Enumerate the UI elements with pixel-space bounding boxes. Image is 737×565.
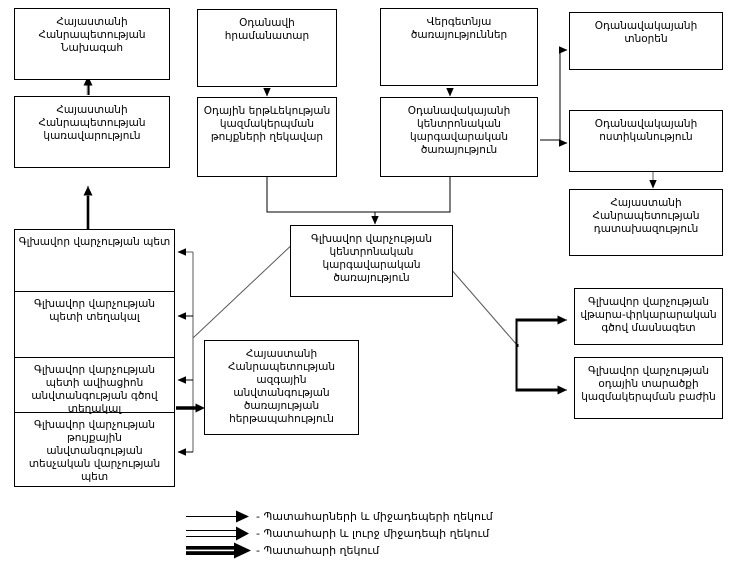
left-distribution-bus bbox=[177, 248, 194, 452]
stack-item-inspection-head[interactable]: Գլխավոր վարչության թույքային անվտանգությ… bbox=[28, 419, 161, 483]
box-atc-units-head[interactable]: Օդային երթևեկության կազմակերպման թույքնե… bbox=[197, 97, 337, 177]
wire-central-to-chiefadmin bbox=[371, 177, 451, 225]
box-aircraft-commander[interactable]: Օդանավի հրամանատար bbox=[197, 9, 337, 87]
wire-chiefadmin-to-rightbranch bbox=[449, 267, 567, 395]
stack-item-deputy[interactable]: Գլխավոր վարչության պետի տեղակալ bbox=[15, 292, 174, 358]
box-aviation-services[interactable]: Վերգետնյա ծառայություններ bbox=[380, 8, 538, 86]
legend-label-thin: - Պատահարների և միջադեպերի ղեկում bbox=[256, 510, 493, 523]
legend-label-medium: - Պատահարի և լուրջ միջադեպի ղեկում bbox=[256, 527, 490, 540]
legend-row-medium: - Պատահարի և լուրջ միջադեպի ղեկում bbox=[186, 525, 606, 542]
wire-atc-to-chiefadmin bbox=[266, 177, 375, 213]
legend-arrow-medium-icon bbox=[186, 525, 252, 542]
box-national-security-duty[interactable]: Հայաստանի Հանրապետության ազգային անվտանգ… bbox=[204, 340, 359, 435]
wire-central-to-director-police bbox=[540, 46, 568, 147]
box-prosecutor[interactable]: Հայաստանի Հանրապետության դատախազություն bbox=[569, 189, 723, 256]
wire-chiefadmin-to-leftbus bbox=[192, 239, 298, 339]
box-analytical-group[interactable]: Գլխավոր վարչության վթարա-փրկարարական գծո… bbox=[574, 288, 723, 345]
legend-arrow-thick-icon bbox=[186, 542, 252, 559]
box-airport-police[interactable]: Օդանավակայանի ոստիկանություն bbox=[569, 110, 723, 172]
box-air-transport-dept[interactable]: Գլխավոր վարչության օդային տարածքի կազմակ… bbox=[574, 357, 723, 419]
box-president[interactable]: Հայաստանի Հանրապետության Նախագահ bbox=[14, 8, 170, 80]
legend-row-thick: - Պատահարի ղեկում bbox=[186, 542, 606, 559]
legend: - Պատահարների և միջադեպերի ղեկում - Պատա… bbox=[186, 508, 606, 559]
legend-row-thin: - Պատահարների և միջադեպերի ղեկում bbox=[186, 508, 606, 525]
left-stack-container: Գլխավոր վարչության պետ Գլխավոր վարչությա… bbox=[14, 229, 175, 487]
stack-item-chief[interactable]: Գլխավոր վարչության պետ bbox=[15, 230, 174, 292]
box-aviation-central-admin[interactable]: Օդանավակայանի կենտրոնական կարգավարական ծ… bbox=[380, 97, 538, 177]
box-airport-director[interactable]: Օդանավակայանի տնօրեն bbox=[569, 12, 723, 70]
box-government[interactable]: Հայաստանի Հանրապետության կառավարություն bbox=[14, 96, 170, 168]
stack-item-aviation-security-deputy[interactable]: Գլխավոր վարչության պետի ավիացիոն անվտանգ… bbox=[15, 358, 174, 415]
legend-arrow-thin-icon bbox=[186, 508, 252, 525]
box-chief-central-admin[interactable]: Գլխավոր վարչության կենտրոնական կարգավարա… bbox=[290, 225, 453, 297]
legend-label-thick: - Պատահարի ղեկում bbox=[256, 544, 380, 557]
